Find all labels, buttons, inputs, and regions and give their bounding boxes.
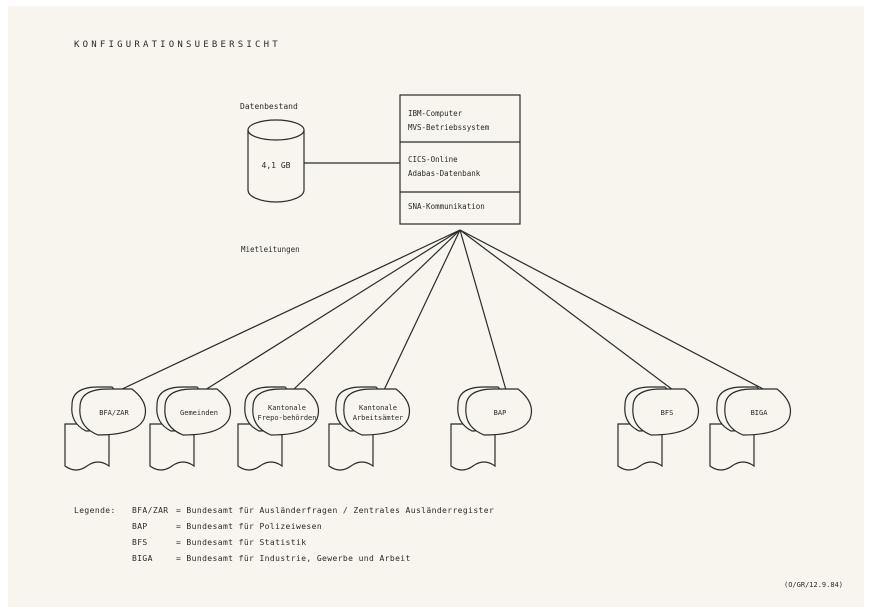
leased-line (459, 229, 674, 391)
terminal-screen-icon (724, 388, 792, 436)
document-sheet: KONFIGURATIONSUEBERSICHT Datenbestand 4,… (8, 6, 864, 607)
terminal-7: BIGA (709, 386, 792, 471)
legend-description: = Bundesamt für Industrie, Gewerbe und A… (176, 554, 411, 563)
leased-line (292, 229, 461, 391)
terminal-label: Gemeinden (180, 409, 218, 417)
legend-abbreviation: BFA/ZAR (132, 506, 169, 515)
legend-description: = Bundesamt für Statistik (176, 538, 307, 547)
diagram-title: KONFIGURATIONSUEBERSICHT (74, 40, 281, 50)
mainframe-db: Adabas-Datenbank (408, 169, 481, 178)
legend-description: = Bundesamt für Polizeiwesen (176, 522, 323, 531)
legend-heading: Legende: (74, 506, 116, 515)
storage-label: Datenbestand (240, 102, 298, 111)
terminal-2: Gemeinden (149, 386, 232, 471)
mainframe-box: IBM-Computer MVS-Betriebssystem CICS-Onl… (399, 94, 521, 225)
terminal-screen-icon (465, 388, 533, 436)
terminal-screen-icon (343, 388, 411, 436)
leased-line (383, 229, 461, 391)
mainframe-cics: CICS-Online (408, 155, 458, 164)
terminal-screen-icon (252, 388, 320, 436)
legend-abbreviation: BFS (132, 538, 148, 547)
terminal-label: Frepo-behörden (257, 414, 316, 422)
footer-reference: (O/GR/12.9.84) (784, 581, 843, 589)
terminal-label: BIGA (751, 409, 769, 417)
leased-line (204, 229, 461, 391)
terminal-label: BAP (494, 409, 507, 417)
terminal-label: Kantonale (359, 404, 397, 412)
leased-lines (119, 229, 766, 391)
terminal-5: BAP (450, 386, 533, 471)
leased-line (459, 229, 766, 391)
terminal-screen-icon (79, 388, 147, 436)
terminal-1: BFA/ZAR (64, 386, 147, 471)
terminal-screen-icon (164, 388, 232, 436)
storage-cylinder: Datenbestand 4,1 GB (240, 102, 305, 203)
legend-abbreviation: BIGA (132, 554, 153, 563)
terminal-label: BFA/ZAR (99, 409, 129, 417)
leased-line (119, 229, 461, 391)
mainframe-sna: SNA-Kommunikation (408, 202, 485, 211)
legend-abbreviation: BAP (132, 522, 148, 531)
terminal-6: BFS (617, 386, 700, 471)
mainframe-os: MVS-Betriebssystem (408, 123, 490, 132)
legend-description: = Bundesamt für Ausländerfragen / Zentra… (176, 506, 495, 515)
terminal-label: BFS (661, 409, 674, 417)
leased-line (459, 229, 507, 391)
connection-label: Mietleitungen (241, 245, 300, 254)
terminal-screen-icon (632, 388, 700, 436)
mainframe-computer: IBM-Computer (408, 109, 463, 118)
storage-size: 4,1 GB (262, 161, 291, 170)
configuration-diagram: KONFIGURATIONSUEBERSICHT Datenbestand 4,… (64, 40, 843, 589)
terminal-label: Arbeitsämter (353, 414, 404, 422)
terminal-label: Kantonale (268, 404, 306, 412)
